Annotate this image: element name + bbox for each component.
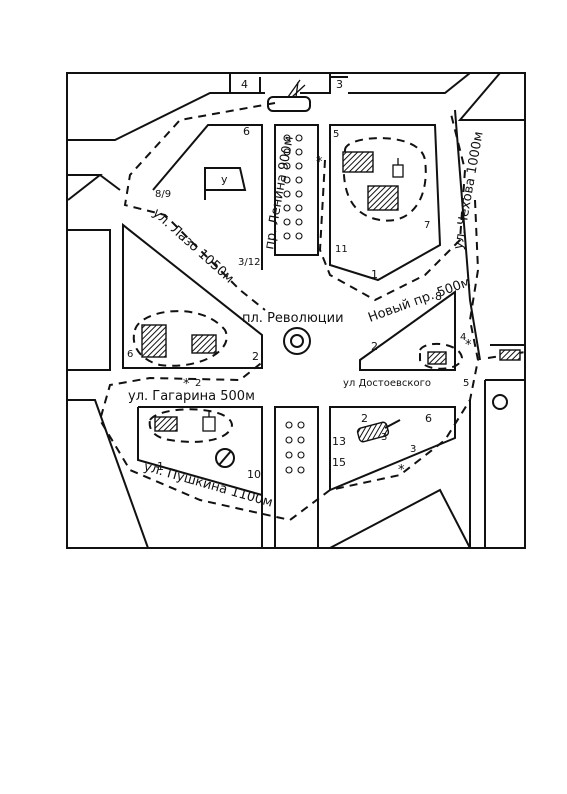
svg-text:3: 3 [410, 444, 416, 455]
chekhova-line [454, 109, 481, 361]
svg-text:3: 3 [381, 432, 387, 443]
street-chekhova: ул. Чехова 1000м [451, 130, 487, 250]
svg-text:*: * [398, 463, 405, 478]
buildings [141, 151, 521, 432]
svg-text:5: 5 [333, 129, 339, 140]
svg-text:13: 13 [332, 435, 346, 448]
svg-text:11: 11 [335, 244, 348, 255]
block-6 [152, 124, 263, 270]
svg-text:2: 2 [361, 412, 368, 425]
street-dostoevsky: ул Достоевского [343, 378, 431, 389]
block-right [359, 290, 456, 371]
block-bottom-left [138, 406, 263, 548]
svg-text:6: 6 [243, 125, 250, 138]
street-lazo: ул. Лазо 1050м [149, 206, 236, 287]
bottom-park [274, 406, 319, 549]
svg-text:2: 2 [371, 340, 378, 353]
trees-bottom [285, 421, 305, 474]
svg-text:3: 3 [336, 78, 343, 91]
top-blocks [67, 72, 525, 201]
svg-text:5: 5 [463, 378, 469, 389]
svg-text:6: 6 [127, 349, 133, 360]
marker-circle [492, 394, 508, 410]
park-strip [274, 124, 319, 256]
trees-top [283, 134, 303, 240]
roundabout [283, 327, 311, 355]
svg-text:*: * [316, 155, 323, 170]
svg-text:15: 15 [332, 456, 346, 469]
block-left [122, 222, 263, 369]
svg-text:2: 2 [195, 378, 201, 389]
svg-text:у: у [221, 173, 228, 186]
star-markers: * * * * [183, 155, 472, 478]
svg-text:4: 4 [460, 332, 466, 343]
svg-text:4: 4 [241, 78, 248, 91]
svg-text:8: 8 [435, 290, 442, 303]
block-5 [329, 124, 442, 282]
block-bottom-right [329, 406, 456, 492]
svg-text:8/9: 8/9 [155, 189, 171, 200]
svg-text:6: 6 [425, 412, 432, 425]
svg-text:*: * [183, 377, 190, 392]
street-lenina: пр. Ленина 900м [262, 135, 297, 251]
route-dashed [98, 102, 480, 522]
block-numbers: 4 3 6 у 8/9 3/12 5 7 11 1 2 8 5 4 6 2 2 … [127, 78, 469, 481]
svg-text:10: 10 [247, 468, 261, 481]
street-gagarina: ул. Гагарина 500м [128, 389, 255, 404]
svg-text:2: 2 [252, 350, 259, 363]
svg-text:1: 1 [371, 268, 378, 281]
symbols [202, 79, 404, 468]
svg-text:7: 7 [424, 220, 430, 231]
svg-text:3/12: 3/12 [238, 257, 260, 268]
svg-text:*: * [465, 338, 472, 353]
svg-text:1: 1 [157, 460, 164, 473]
street-revolution-square: пл. Революции [242, 311, 344, 326]
